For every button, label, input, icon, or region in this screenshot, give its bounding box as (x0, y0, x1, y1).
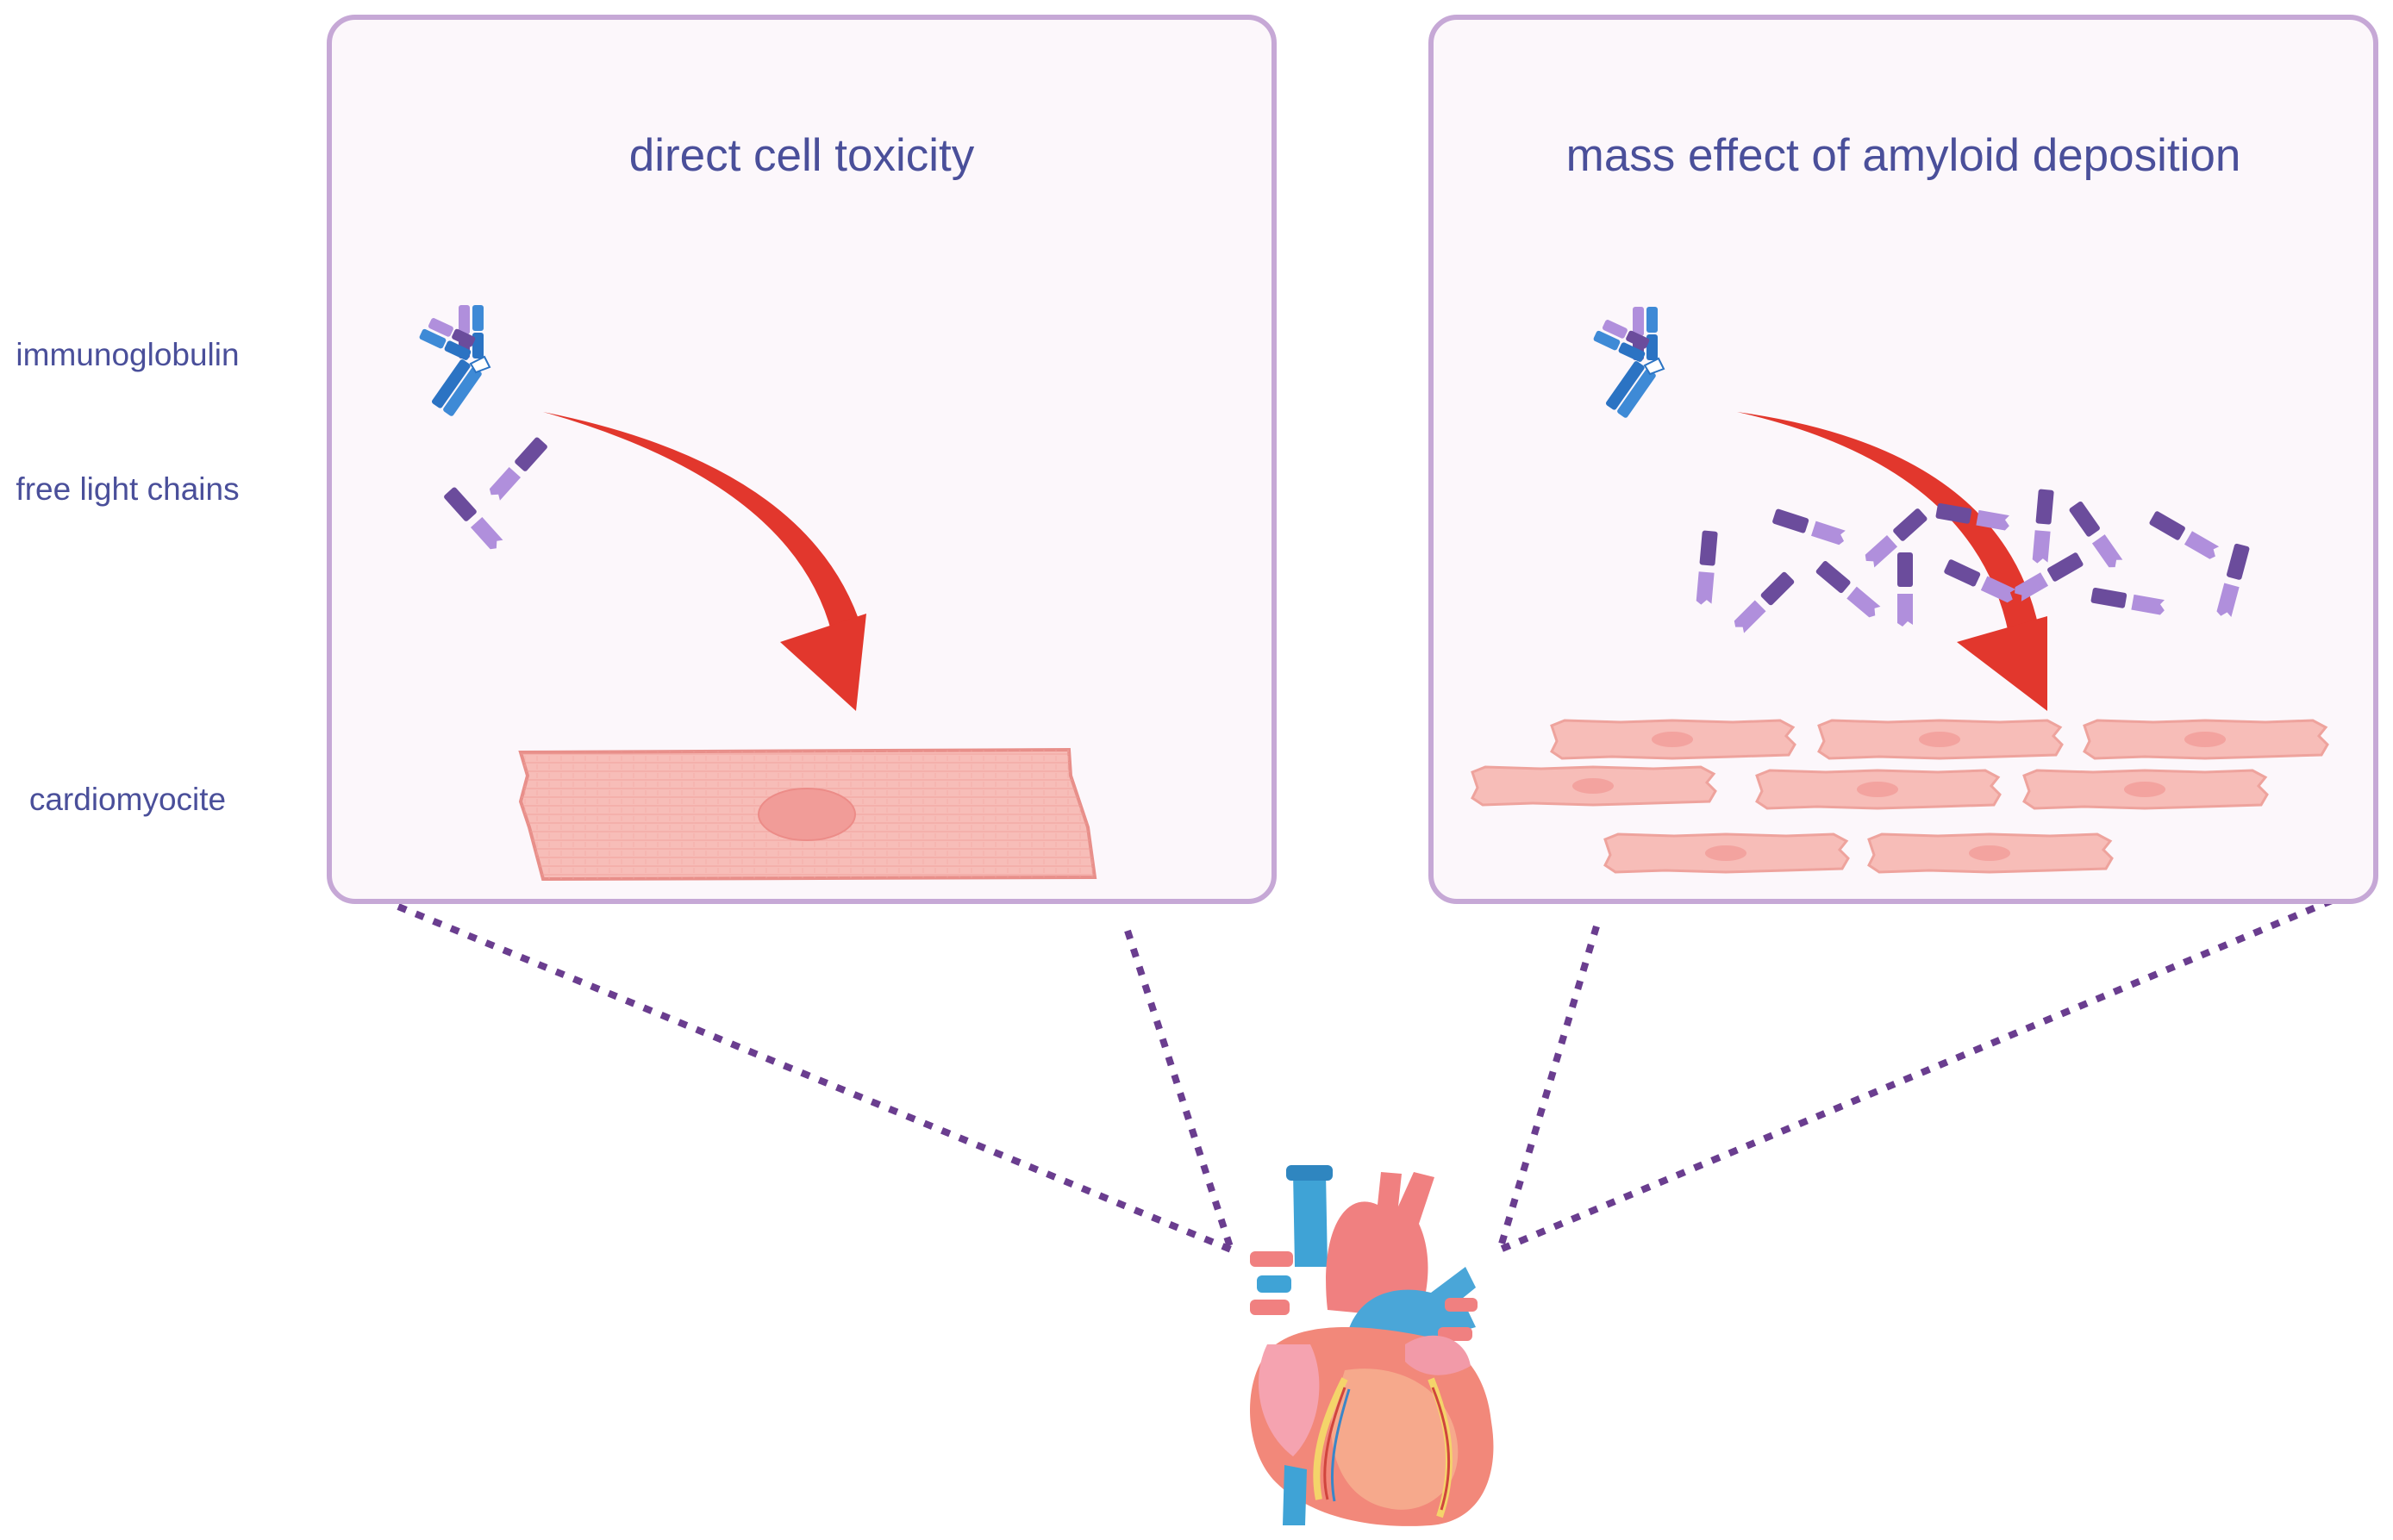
label-free-light-chains: free light chains (16, 471, 239, 507)
label-immunoglobulin: immunoglobulin (16, 337, 239, 372)
panel-title-right: mass effect of amyloid deposition (1566, 130, 2241, 181)
cardiomyocyte-icon (518, 747, 1097, 882)
panel-title-left: direct cell toxicity (629, 130, 975, 181)
panel-direct-cell-toxicity: direct cell toxicity (327, 15, 1277, 904)
curved-arrow-icon (543, 412, 866, 711)
dotted-connectors (397, 897, 2334, 1253)
heart-icon (1250, 1165, 1494, 1526)
panel-mass-effect: mass effect of amyloid deposition (1428, 15, 2378, 904)
label-cardiomyocite: cardiomyocite (29, 782, 226, 817)
